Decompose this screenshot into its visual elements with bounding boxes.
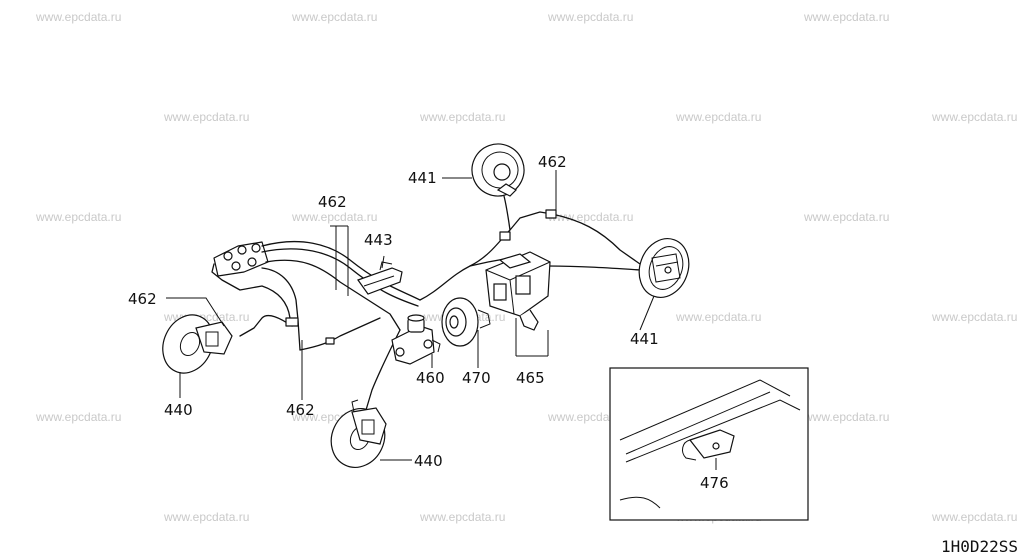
label-476: 476 — [700, 474, 729, 492]
part-441-top-disc — [471, 143, 525, 197]
part-443-bracket — [357, 261, 403, 295]
watermark-text: www.epcdata.ru — [36, 210, 122, 224]
part-440-bottom-disc — [330, 399, 387, 468]
label-462-top: 462 — [538, 153, 567, 171]
watermark-text: www.epcdata.ru — [292, 10, 378, 24]
watermark-text: www.epcdata.ru — [804, 10, 890, 24]
watermark-text: www.epcdata.ru — [292, 210, 378, 224]
leader-lines — [166, 170, 655, 461]
watermark-text: www.epcdata.ru — [676, 310, 762, 324]
watermark-text: www.epcdata.ru — [420, 510, 506, 524]
label-443: 443 — [364, 231, 393, 249]
label-470: 470 — [462, 369, 491, 387]
part-440-left-disc — [162, 314, 233, 374]
watermark-text: www.epcdata.ru — [932, 310, 1018, 324]
watermark-text: www.epcdata.ru — [932, 510, 1018, 524]
label-460: 460 — [416, 369, 445, 387]
label-441-right: 441 — [630, 330, 659, 348]
watermark-text: www.epcdata.ru — [932, 110, 1018, 124]
part-470-booster — [441, 297, 491, 347]
label-462-mid: 462 — [318, 193, 347, 211]
part-465-actuator — [485, 251, 551, 331]
label-440-left: 440 — [164, 401, 193, 419]
watermark-text: www.epcdata.ru — [804, 210, 890, 224]
part-441-right-drum — [638, 238, 690, 298]
watermark-text: www.epcdata.ru — [164, 110, 250, 124]
inset-detail-476 — [609, 367, 809, 521]
label-462-bottom: 462 — [286, 401, 315, 419]
watermark-text: www.epcdata.ru — [36, 10, 122, 24]
label-462-left: 462 — [128, 290, 157, 308]
watermark-text: www.epcdata.ru — [164, 510, 250, 524]
brake-pipes — [211, 195, 641, 411]
watermark-text: www.epcdata.ru — [420, 110, 506, 124]
watermark-text: www.epcdata.ru — [36, 410, 122, 424]
diagram-code: 1H0D22SS — [940, 537, 1018, 556]
watermark-text: www.epcdata.ru — [804, 410, 890, 424]
watermark-text: www.epcdata.ru — [676, 110, 762, 124]
part-labels: 441 462 462 443 462 441 460 470 465 440 … — [128, 153, 729, 492]
watermark-text: www.epcdata.ru — [548, 210, 634, 224]
part-460-valve — [391, 314, 441, 365]
label-440-bottom: 440 — [414, 452, 443, 470]
watermark-text: www.epcdata.ru — [548, 10, 634, 24]
label-441-top: 441 — [408, 169, 437, 187]
label-465: 465 — [516, 369, 545, 387]
